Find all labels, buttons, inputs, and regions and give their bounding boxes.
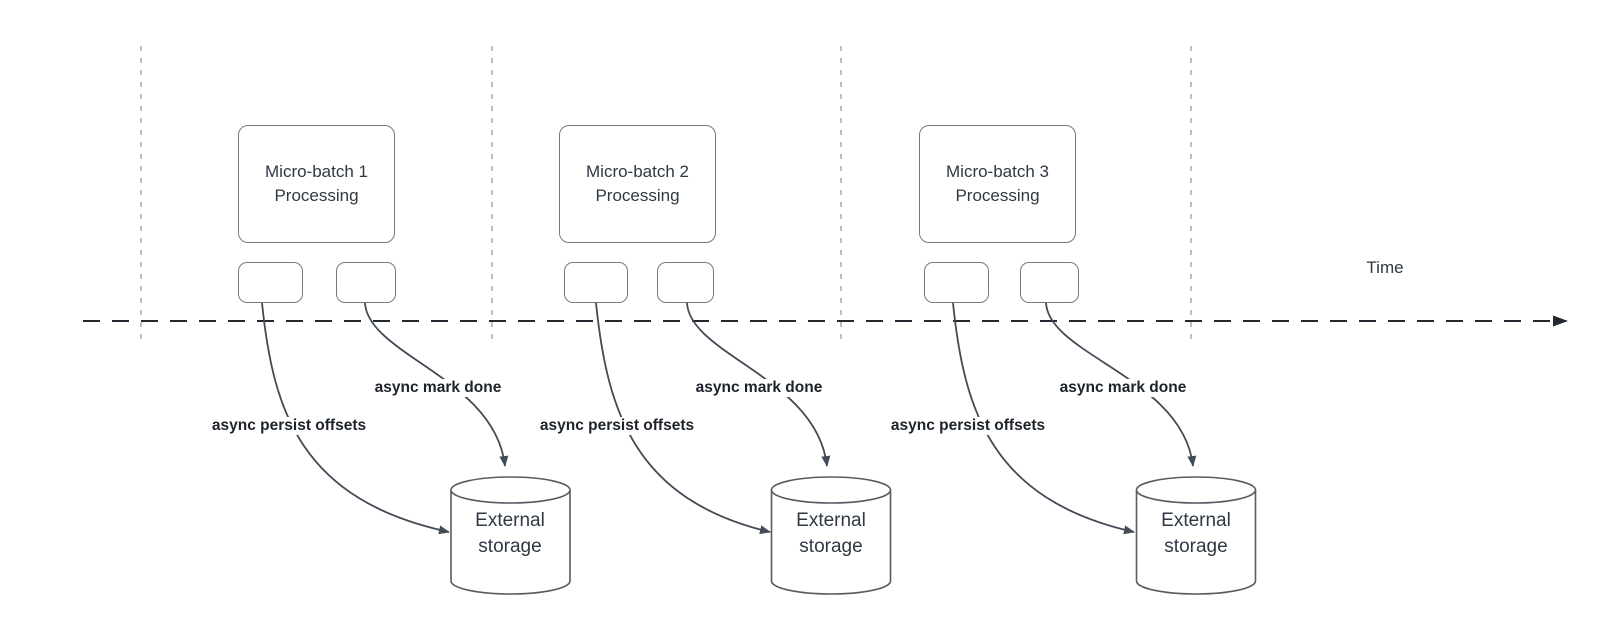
mark-done-arrow-2 <box>686 302 831 467</box>
persist-offsets-arrow-3 <box>952 302 1135 535</box>
persist-offsets-label-3: async persist offsets <box>887 417 1049 435</box>
cylinder-body <box>770 490 892 595</box>
persist-offsets-label-2: async persist offsets <box>536 417 698 435</box>
microbatch-1-processing-label: Micro-batch 1 Processing <box>265 162 368 205</box>
storage-cylinder-1 <box>450 476 571 595</box>
storage-label-1: External storage <box>475 509 545 557</box>
persist-offsets-arrow-1 <box>261 302 450 535</box>
cylinder-lid <box>1135 476 1257 504</box>
microbatch-2-processing-label: Micro-batch 2 Processing <box>586 162 689 205</box>
microbatch-2-persist-task-box <box>564 262 628 303</box>
storage-cylinder-3 <box>1135 476 1257 595</box>
cylinder-body <box>1135 490 1257 595</box>
microbatch-3-processing-label: Micro-batch 3 Processing <box>946 162 1049 205</box>
mark-done-label-2: async mark done <box>692 379 826 397</box>
persist-offsets-arrow-2 <box>595 302 771 535</box>
mark-done-arrow-3 <box>1045 302 1197 467</box>
persist-offsets-label-1: async persist offsets <box>208 417 370 435</box>
microbatch-3-mark-done-task-box <box>1020 262 1079 303</box>
microbatch-3-persist-task-box <box>924 262 989 303</box>
cylinder-lid <box>450 476 571 504</box>
cylinder-body <box>450 490 571 595</box>
storage-label-3: External storage <box>1161 509 1231 557</box>
mark-done-arrow-1 <box>364 302 509 467</box>
microbatch-3-processing-box: Micro-batch 3 Processing <box>919 125 1076 243</box>
microbatch-2-mark-done-task-box <box>657 262 714 303</box>
microbatch-2-processing-box: Micro-batch 2 Processing <box>559 125 716 243</box>
microbatch-1-mark-done-task-box <box>336 262 396 303</box>
storage-cylinder-2 <box>770 476 892 595</box>
time-axis-label: Time <box>1366 258 1404 277</box>
microbatch-1-persist-task-box <box>238 262 303 303</box>
mark-done-label-3: async mark done <box>1056 379 1190 397</box>
cylinder-lid <box>770 476 892 504</box>
microbatch-1-processing-box: Micro-batch 1 Processing <box>238 125 395 243</box>
mark-done-label-1: async mark done <box>371 379 505 397</box>
storage-label-2: External storage <box>796 509 866 557</box>
